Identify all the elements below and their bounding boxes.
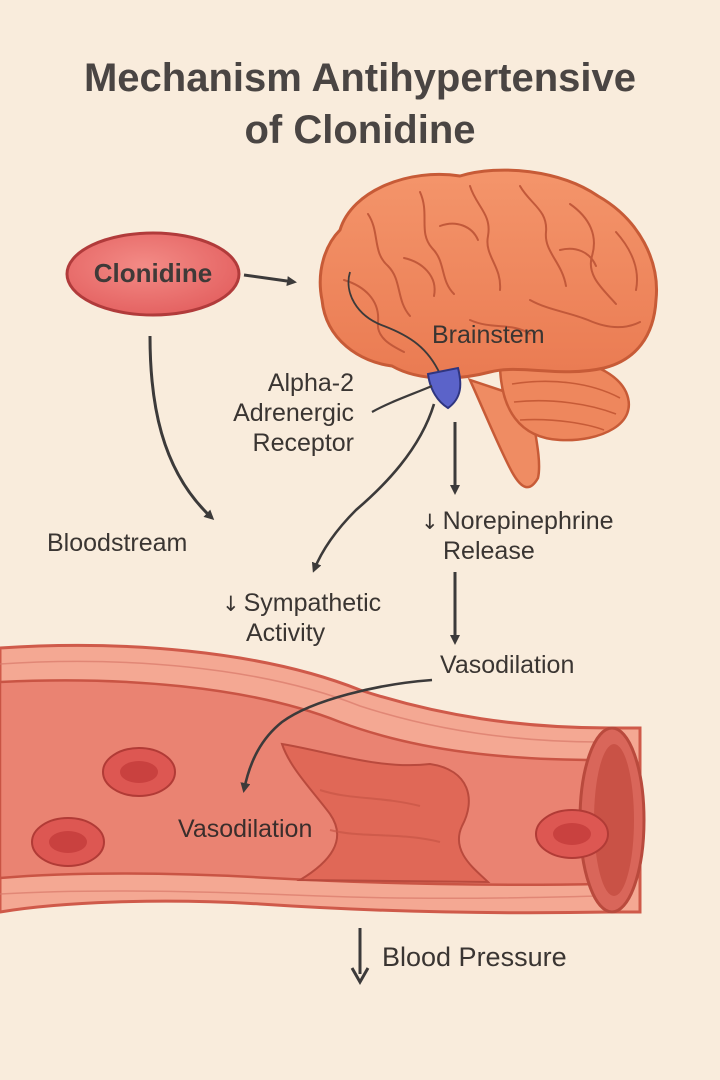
brainstem-label: Brainstem	[432, 321, 545, 349]
decrease-symbol: ↓	[222, 592, 240, 616]
receptor-icon	[426, 366, 462, 410]
sympathetic-label-line2: Activity	[246, 619, 326, 647]
bloodstream-label: Bloodstream	[47, 529, 188, 557]
red-blood-cell-icon	[535, 809, 609, 859]
red-blood-cell-icon	[102, 747, 176, 797]
receptor-label: Alpha-2 Adrenergic Receptor	[216, 368, 354, 458]
drug-ellipse	[65, 231, 241, 317]
page-title-line2: of Clonidine	[244, 108, 476, 152]
arrow-vasodilation-to-vessel	[240, 678, 433, 793]
sympathetic-label-line1: Sympathetic	[243, 589, 382, 617]
brain-illustration	[318, 168, 658, 489]
down-arrow-icon	[350, 928, 370, 986]
receptor-label-line1: Alpha-2	[267, 369, 354, 397]
receptor-label-line2: Adrenergic	[233, 399, 354, 427]
blood-pressure-label: Blood Pressure	[382, 942, 567, 972]
arrow-receptor-leader	[371, 384, 433, 413]
blood-vessel-illustration	[0, 643, 646, 915]
clonidine-label: Clonidine	[93, 258, 213, 288]
decrease-symbol: ↓	[421, 510, 439, 534]
norepinephrine-label-line1: Norepinephrine	[442, 507, 614, 535]
arrow-clonidine-to-bloodstream	[148, 335, 215, 521]
norepinephrine-label-line2: Release	[443, 537, 535, 565]
arrow-clonidine-to-brain	[243, 273, 297, 286]
red-blood-cell-icon	[31, 817, 105, 867]
arrow-receptor-to-sympathetic	[311, 403, 436, 573]
page-title-line1: Mechanism Antihypertensive	[83, 56, 636, 100]
norepinephrine-label: ↓Norepinephrine Release	[421, 506, 614, 566]
sympathetic-label: ↓Sympathetic Activity	[222, 588, 381, 648]
vasodilation-label-vessel: Vasodilation	[178, 815, 313, 843]
vasodilation-label-right: Vasodilation	[440, 651, 575, 679]
pathway-arrows	[148, 273, 460, 793]
receptor-label-line3: Receptor	[252, 429, 354, 457]
